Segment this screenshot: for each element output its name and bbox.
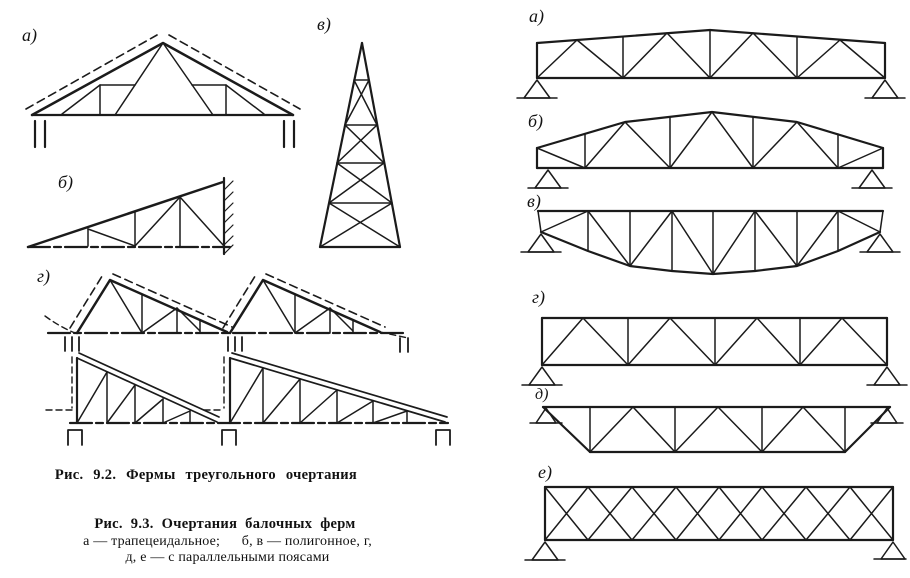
tower-rungs (328, 79, 393, 204)
fig93-e-supports (524, 541, 907, 561)
fig92-truss-a-columns (33, 119, 296, 149)
sawtooth2-unit1 (45, 352, 220, 425)
sawtooth2-supports (67, 429, 451, 446)
fig93-subcaption-line1: а — трапецеидальное; б, в — полигонное, … (83, 534, 372, 549)
fig93-d-supports (529, 407, 904, 424)
fig92-truss-v-tower (318, 41, 402, 249)
fig93-label-v: в) (527, 191, 541, 211)
fig93-truss-g-parallel-chords (521, 316, 908, 386)
sawtooth1-unit1 (69, 272, 233, 335)
fig92-truss-a-triangular (25, 34, 301, 149)
fig92-truss-b-wall-mounted (26, 176, 234, 256)
fig93-b-supports (527, 169, 893, 189)
fig92-label-v: в) (317, 14, 331, 34)
fig92-label-g: г) (37, 266, 51, 286)
fig92-truss-g-sawtooth-row2 (45, 352, 451, 446)
fig93-truss-a-trapezoidal (516, 28, 906, 99)
sawtooth2-unit2 (203, 352, 448, 425)
fig93-truss-v-polygonal-bottom (520, 209, 901, 276)
x-bracing (544, 486, 894, 541)
fig93-truss-d-deck-parallel (529, 405, 904, 454)
fig93-caption: Рис. 9.3. Очертания балочных ферм (94, 516, 356, 532)
fig93-label-b: б) (528, 111, 544, 131)
fig93-v-supports (520, 233, 901, 253)
fig93-label-g: г) (532, 287, 546, 307)
fig93-label-d: д) (535, 386, 549, 403)
fig92-truss-g-sawtooth-row1 (44, 272, 409, 353)
fig93-truss-b-polygonal-top (527, 110, 893, 189)
fig93-a-supports (516, 79, 906, 99)
fig92-truss-b-web (87, 196, 225, 247)
sawtooth1-supports (64, 336, 409, 353)
tower-x-bracing (319, 79, 401, 248)
fig92-caption: Рис. 9.2. Фермы треугольного очертания (54, 467, 358, 483)
fig92-label-a: а) (22, 25, 37, 45)
fig93-truss-e-x-braced (524, 485, 907, 561)
fig93-g-supports (521, 366, 908, 386)
fig92-label-b: б) (58, 172, 74, 192)
fig93-subcaption-line2: д, е — с параллельными поясами (125, 550, 330, 565)
fig93-label-a: а) (529, 6, 544, 26)
fig92-truss-a-web (61, 42, 265, 116)
wall-hatching (223, 180, 234, 255)
fig93-label-e: е) (538, 462, 552, 482)
sawtooth1-unit2 (222, 272, 409, 339)
